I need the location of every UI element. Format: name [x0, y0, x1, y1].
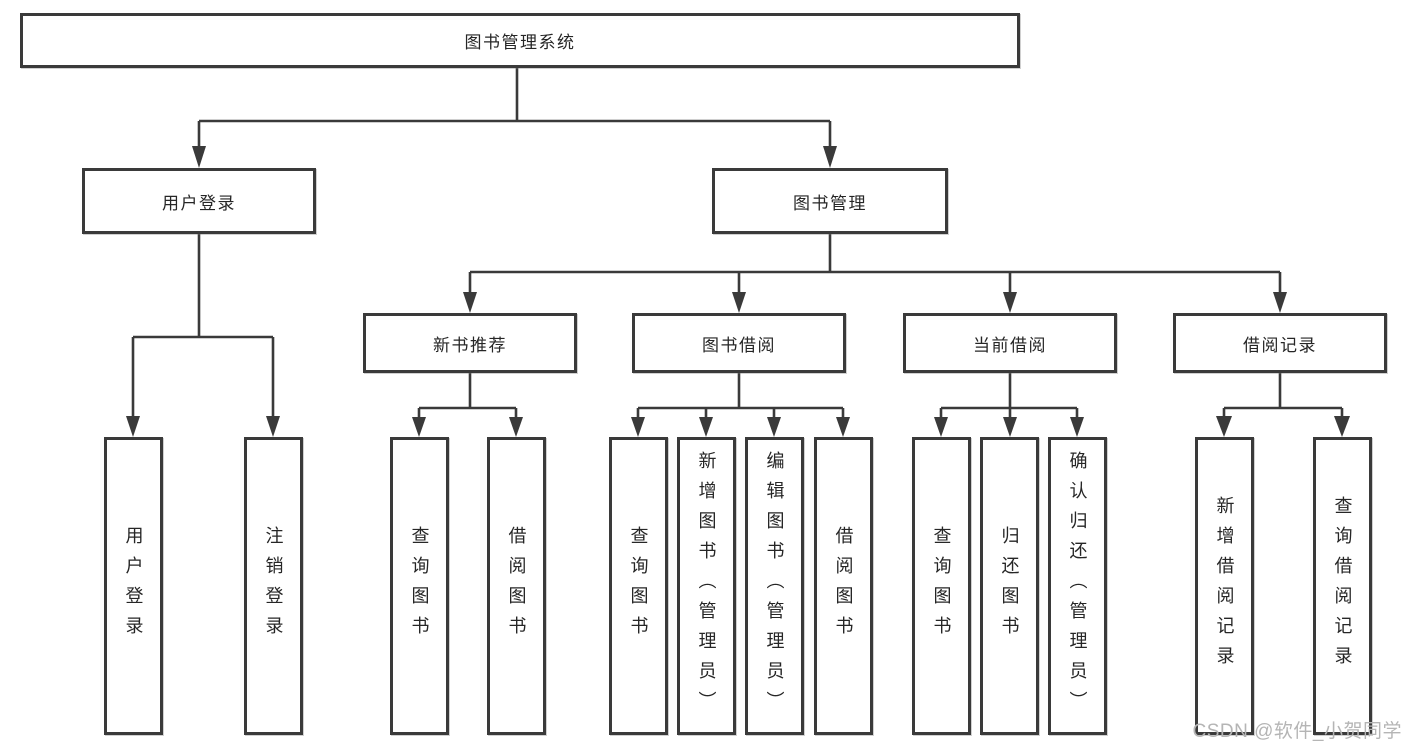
node-book-borrowing: 图书借阅: [632, 313, 846, 373]
node-root-system: 图书管理系统: [20, 13, 1020, 68]
leaf-add-books-admin: 新增图书（管理员）: [677, 437, 736, 735]
leaf-add-borrow-record: 新增借阅记录: [1195, 437, 1254, 735]
node-borrowing-records: 借阅记录: [1173, 313, 1387, 373]
leaf-borrow-books-recommend: 借阅图书: [487, 437, 546, 735]
leaf-query-books-borrow: 查询图书: [609, 437, 668, 735]
node-new-book-recommendation: 新书推荐: [363, 313, 577, 373]
leaf-query-books-current: 查询图书: [912, 437, 971, 735]
node-book-management: 图书管理: [712, 168, 948, 234]
node-user-login: 用户登录: [82, 168, 316, 234]
leaf-query-borrow-record: 查询借阅记录: [1313, 437, 1372, 735]
node-current-borrowing: 当前借阅: [903, 313, 1117, 373]
leaf-borrow-books: 借阅图书: [814, 437, 873, 735]
arrowheads: [126, 146, 1350, 437]
leaf-edit-books-admin: 编辑图书（管理员）: [745, 437, 804, 735]
leaf-confirm-return-admin: 确认归还（管理员）: [1048, 437, 1107, 735]
leaf-user-login: 用户登录: [104, 437, 163, 735]
leaf-return-books: 归还图书: [980, 437, 1039, 735]
leaf-query-books-recommend: 查询图书: [390, 437, 449, 735]
leaf-logout: 注销登录: [244, 437, 303, 735]
csdn-watermark: CSDN @软件_小贺同学: [1192, 721, 1402, 742]
